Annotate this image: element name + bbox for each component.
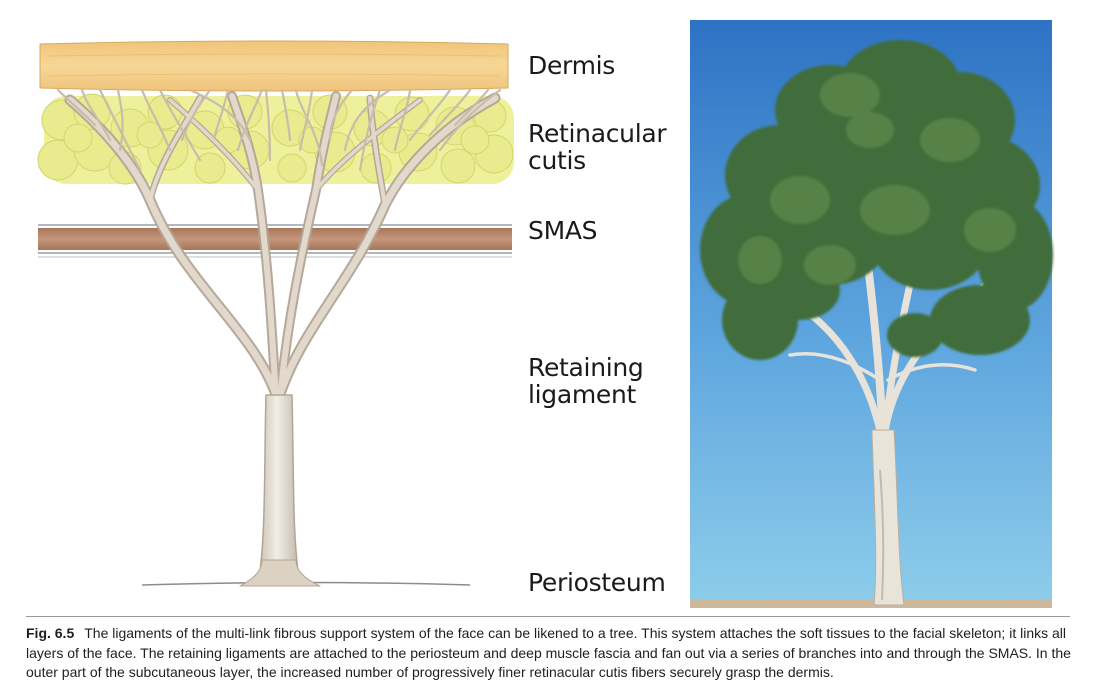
dermis-band (39, 40, 509, 92)
label-periosteum: Periosteum (528, 568, 666, 597)
caption-label: Fig. 6.5 (26, 625, 75, 641)
label-retaining-ligament: Retaining ligament (528, 354, 644, 408)
label-retaining-line1: Retaining (528, 353, 644, 382)
label-retinacular-cutis: Retinacular cutis (528, 119, 667, 175)
tree-photo (690, 20, 1053, 608)
label-dermis: Dermis (528, 51, 615, 80)
label-smas: SMAS (528, 216, 598, 245)
ligament-tree (56, 88, 502, 587)
label-retinacular-line1: Retinacular (528, 119, 667, 148)
smas-band (38, 224, 512, 258)
label-retinacular-line2: cutis (528, 146, 586, 175)
anatomy-illustration (37, 40, 514, 587)
caption-text: The ligaments of the multi-link fibrous … (26, 625, 1071, 681)
caption-divider (26, 616, 1070, 617)
label-retaining-line2: ligament (528, 380, 637, 409)
